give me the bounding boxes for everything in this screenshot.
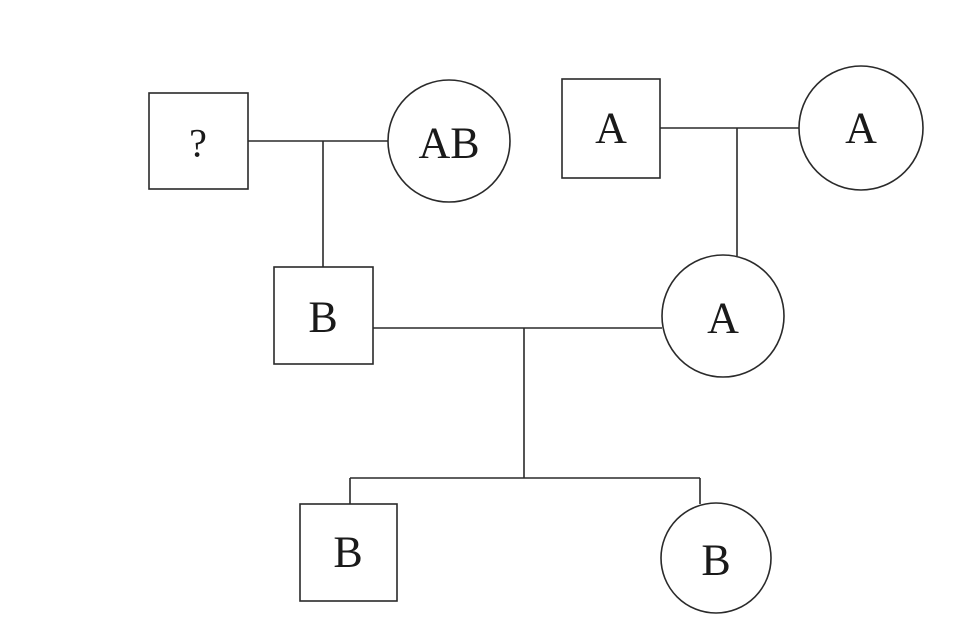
female-circle-shape	[798, 65, 924, 191]
individual-daughter: B	[660, 502, 772, 614]
male-square-shape	[148, 92, 249, 190]
individual-mother: A	[661, 254, 785, 378]
individual-paternal-grandmother: AB	[387, 79, 511, 203]
individual-label: A	[707, 294, 739, 343]
individual-son: B	[299, 503, 398, 602]
female-circle-shape	[387, 79, 511, 203]
individual-label: AB	[418, 119, 479, 168]
pedigree-connectors	[248, 127, 799, 504]
individual-maternal-grandmother: A	[798, 65, 924, 191]
individual-label: B	[333, 528, 362, 577]
male-square-shape	[299, 503, 398, 602]
female-circle-shape	[661, 254, 785, 378]
male-square-shape	[273, 266, 374, 365]
individual-label: B	[701, 536, 730, 585]
individual-label: B	[308, 293, 337, 342]
female-circle-shape	[660, 502, 772, 614]
individual-label: A	[595, 104, 627, 153]
male-square-shape	[561, 78, 661, 179]
individual-label: A	[845, 104, 877, 153]
individual-label: ?	[189, 121, 207, 166]
individual-maternal-grandfather: A	[561, 78, 661, 179]
individual-paternal-grandfather: ?	[148, 92, 249, 190]
individual-father: B	[273, 266, 374, 365]
